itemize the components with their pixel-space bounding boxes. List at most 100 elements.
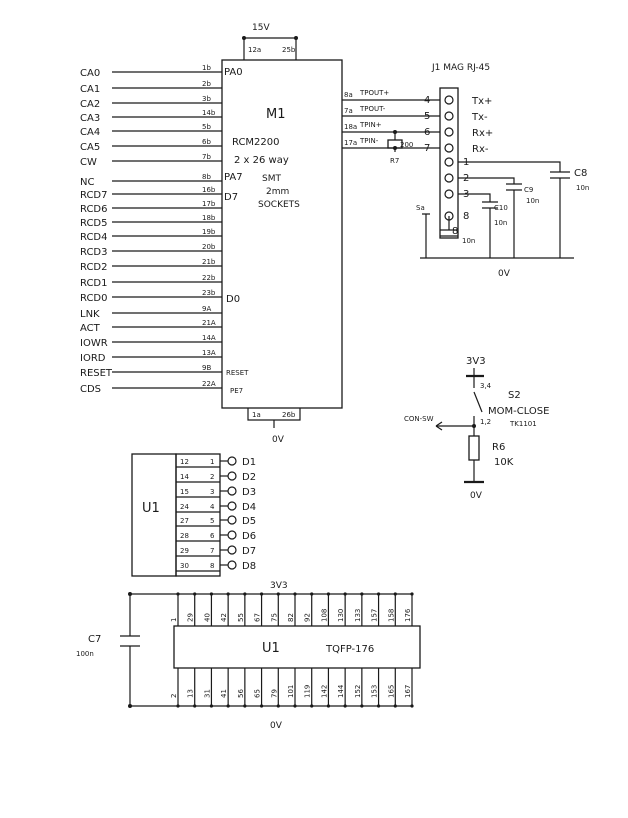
u1-supply-label: 3V3 <box>270 581 288 591</box>
left-signal-name: CA0 <box>80 68 100 79</box>
left-signal-pin: 18b <box>202 214 216 222</box>
supply-15v-label: 15V <box>252 23 270 33</box>
u1-connector-row-pin <box>227 486 237 496</box>
u1-bottom-pin: 167 <box>404 685 412 698</box>
left-signal-pin: 13A <box>202 349 216 357</box>
u1-top-pin: 1 <box>170 618 178 622</box>
u1-top-pin: 176 <box>404 608 412 622</box>
left-signal-name: RCD4 <box>80 232 108 243</box>
left-signal-name: CDS <box>80 384 101 395</box>
rj45-pin <box>444 157 454 167</box>
u1-bottom-pin: 13 <box>187 689 195 698</box>
u1-connector-grid <box>175 453 221 577</box>
u1-package-ref: U1 <box>262 641 280 656</box>
u1-bottom-pin: 31 <box>203 689 211 698</box>
left-signal-name: RCD7 <box>80 190 108 201</box>
left-signal-name: LNK <box>80 309 100 320</box>
u1-top-pin: 75 <box>270 613 278 622</box>
left-signal-name: CA1 <box>80 84 100 95</box>
u1-package-body <box>173 625 421 669</box>
rj-left-pin-number: 4 <box>424 95 430 106</box>
left-signal-name: RESET <box>80 368 113 379</box>
u1-connector-row-pin <box>227 515 237 525</box>
left-signal-name: RCD2 <box>80 262 108 273</box>
u1-top-pin: 42 <box>220 613 228 622</box>
u1-connector-row-index: 1 <box>210 458 214 466</box>
u1-bottom-pin: 65 <box>254 689 262 698</box>
u1-top-pin: 158 <box>387 609 395 622</box>
m1-top-pin-a: 12a <box>248 46 261 54</box>
m1-right-pin: 17a <box>344 139 357 147</box>
u1-connector-row-d: D8 <box>242 561 256 572</box>
switch-section: 3V3 3,4 S2 MOM-CLOSE TK1101 1,2 CON-SW R… <box>404 356 549 501</box>
u1-bottom-pin: 56 <box>237 689 245 698</box>
switch-gnd-label: 0V <box>470 491 483 501</box>
m1-desc-2: SMT <box>262 174 281 184</box>
rj45-pin <box>444 111 454 121</box>
rj45-title-text: J1 MAG RJ-45 <box>431 63 490 73</box>
m1-pin-pe7: PE7 <box>230 387 243 395</box>
u1-connector-row-d: D1 <box>242 457 256 468</box>
switch-pins-top: 3,4 <box>480 382 492 390</box>
u1-connector-ref: U1 <box>142 501 160 516</box>
u1-top-pin: 55 <box>237 613 245 622</box>
rj45-cap-group: C8 10n C9 10n C10 10n 10n Sa 0V <box>416 161 589 279</box>
switch-pins-bot: 1,2 <box>480 418 491 426</box>
u1-connector-row-index: 5 <box>210 517 214 525</box>
rj45-gnd-label: 0V <box>498 269 511 279</box>
u1-bottom-pin: 152 <box>354 685 362 698</box>
u1-bottom-pin: 119 <box>304 685 312 698</box>
u1-package-section: 3V3 C7 100n U1 TQFP-176 1229134031424155… <box>76 581 421 731</box>
m1-top-pin-b: 25b <box>282 46 296 54</box>
u1-gnd-label: 0V <box>270 721 283 731</box>
r7-ref: R7 <box>390 157 399 165</box>
c8-ref: C8 <box>574 168 587 179</box>
u1-connector-row-u1pin: 29 <box>180 547 189 555</box>
rj45-signal-label: Rx- <box>472 144 489 155</box>
rj-left-pin-number: 6 <box>424 127 430 138</box>
left-signal-name: CW <box>80 157 97 168</box>
left-signal-pin: 5b <box>202 123 211 131</box>
u1-connector-row-pin <box>227 530 237 540</box>
rj45-pin <box>444 143 454 153</box>
rj45-signal-label: Tx- <box>471 112 488 123</box>
rj45-pin <box>444 127 454 137</box>
left-signal-name: CA3 <box>80 113 100 124</box>
u1-top-pin: 67 <box>254 613 262 622</box>
m1-bottom-pin-a: 1a <box>252 411 261 419</box>
rj-left-pin-number: 7 <box>424 143 430 154</box>
left-signal-pin: 14b <box>202 109 216 117</box>
u1-package-name: TQFP-176 <box>325 644 374 655</box>
m1-pin-reset: RESET <box>226 369 249 377</box>
u1-connector-row-d: D5 <box>242 516 256 527</box>
m1-right-pin: 7a <box>344 107 353 115</box>
left-signal-pin: 3b <box>202 95 211 103</box>
switch-supply-label: 3V3 <box>466 356 486 367</box>
left-signal-name: ACT <box>80 323 101 334</box>
u1-top-pin: 29 <box>187 613 195 622</box>
left-signal-pin: 21A <box>202 319 216 327</box>
m1-desc-4: SOCKETS <box>258 200 300 210</box>
u1-connector-row-pin <box>227 501 237 511</box>
m1-right-pin: 18a <box>344 123 357 131</box>
rj45-pin-number: 8 <box>463 211 469 222</box>
left-signal-pin: 1b <box>202 64 211 72</box>
u1-connector-row-u1pin: 15 <box>180 488 189 496</box>
left-signal-pin: 14A <box>202 334 216 342</box>
left-signal-name: CA5 <box>80 142 100 153</box>
c7-ref: C7 <box>88 634 101 645</box>
m1-pin-pa7: PA7 <box>224 172 243 183</box>
switch-part: TK1101 <box>509 420 537 428</box>
left-signal-pin: 9A <box>202 305 211 313</box>
c10-value: 10n <box>494 219 507 227</box>
left-signal-pin: 21b <box>202 258 216 266</box>
u1-connector-row-pin <box>227 560 237 570</box>
c9-value: 10n <box>526 197 539 205</box>
m1-bottom-pin-b: 26b <box>282 411 296 419</box>
u1-bottom-pin: 165 <box>387 685 395 698</box>
left-signal-pin: 23b <box>202 289 216 297</box>
rj45-pin <box>444 189 454 199</box>
u1-connector-row-u1pin: 12 <box>180 458 189 466</box>
